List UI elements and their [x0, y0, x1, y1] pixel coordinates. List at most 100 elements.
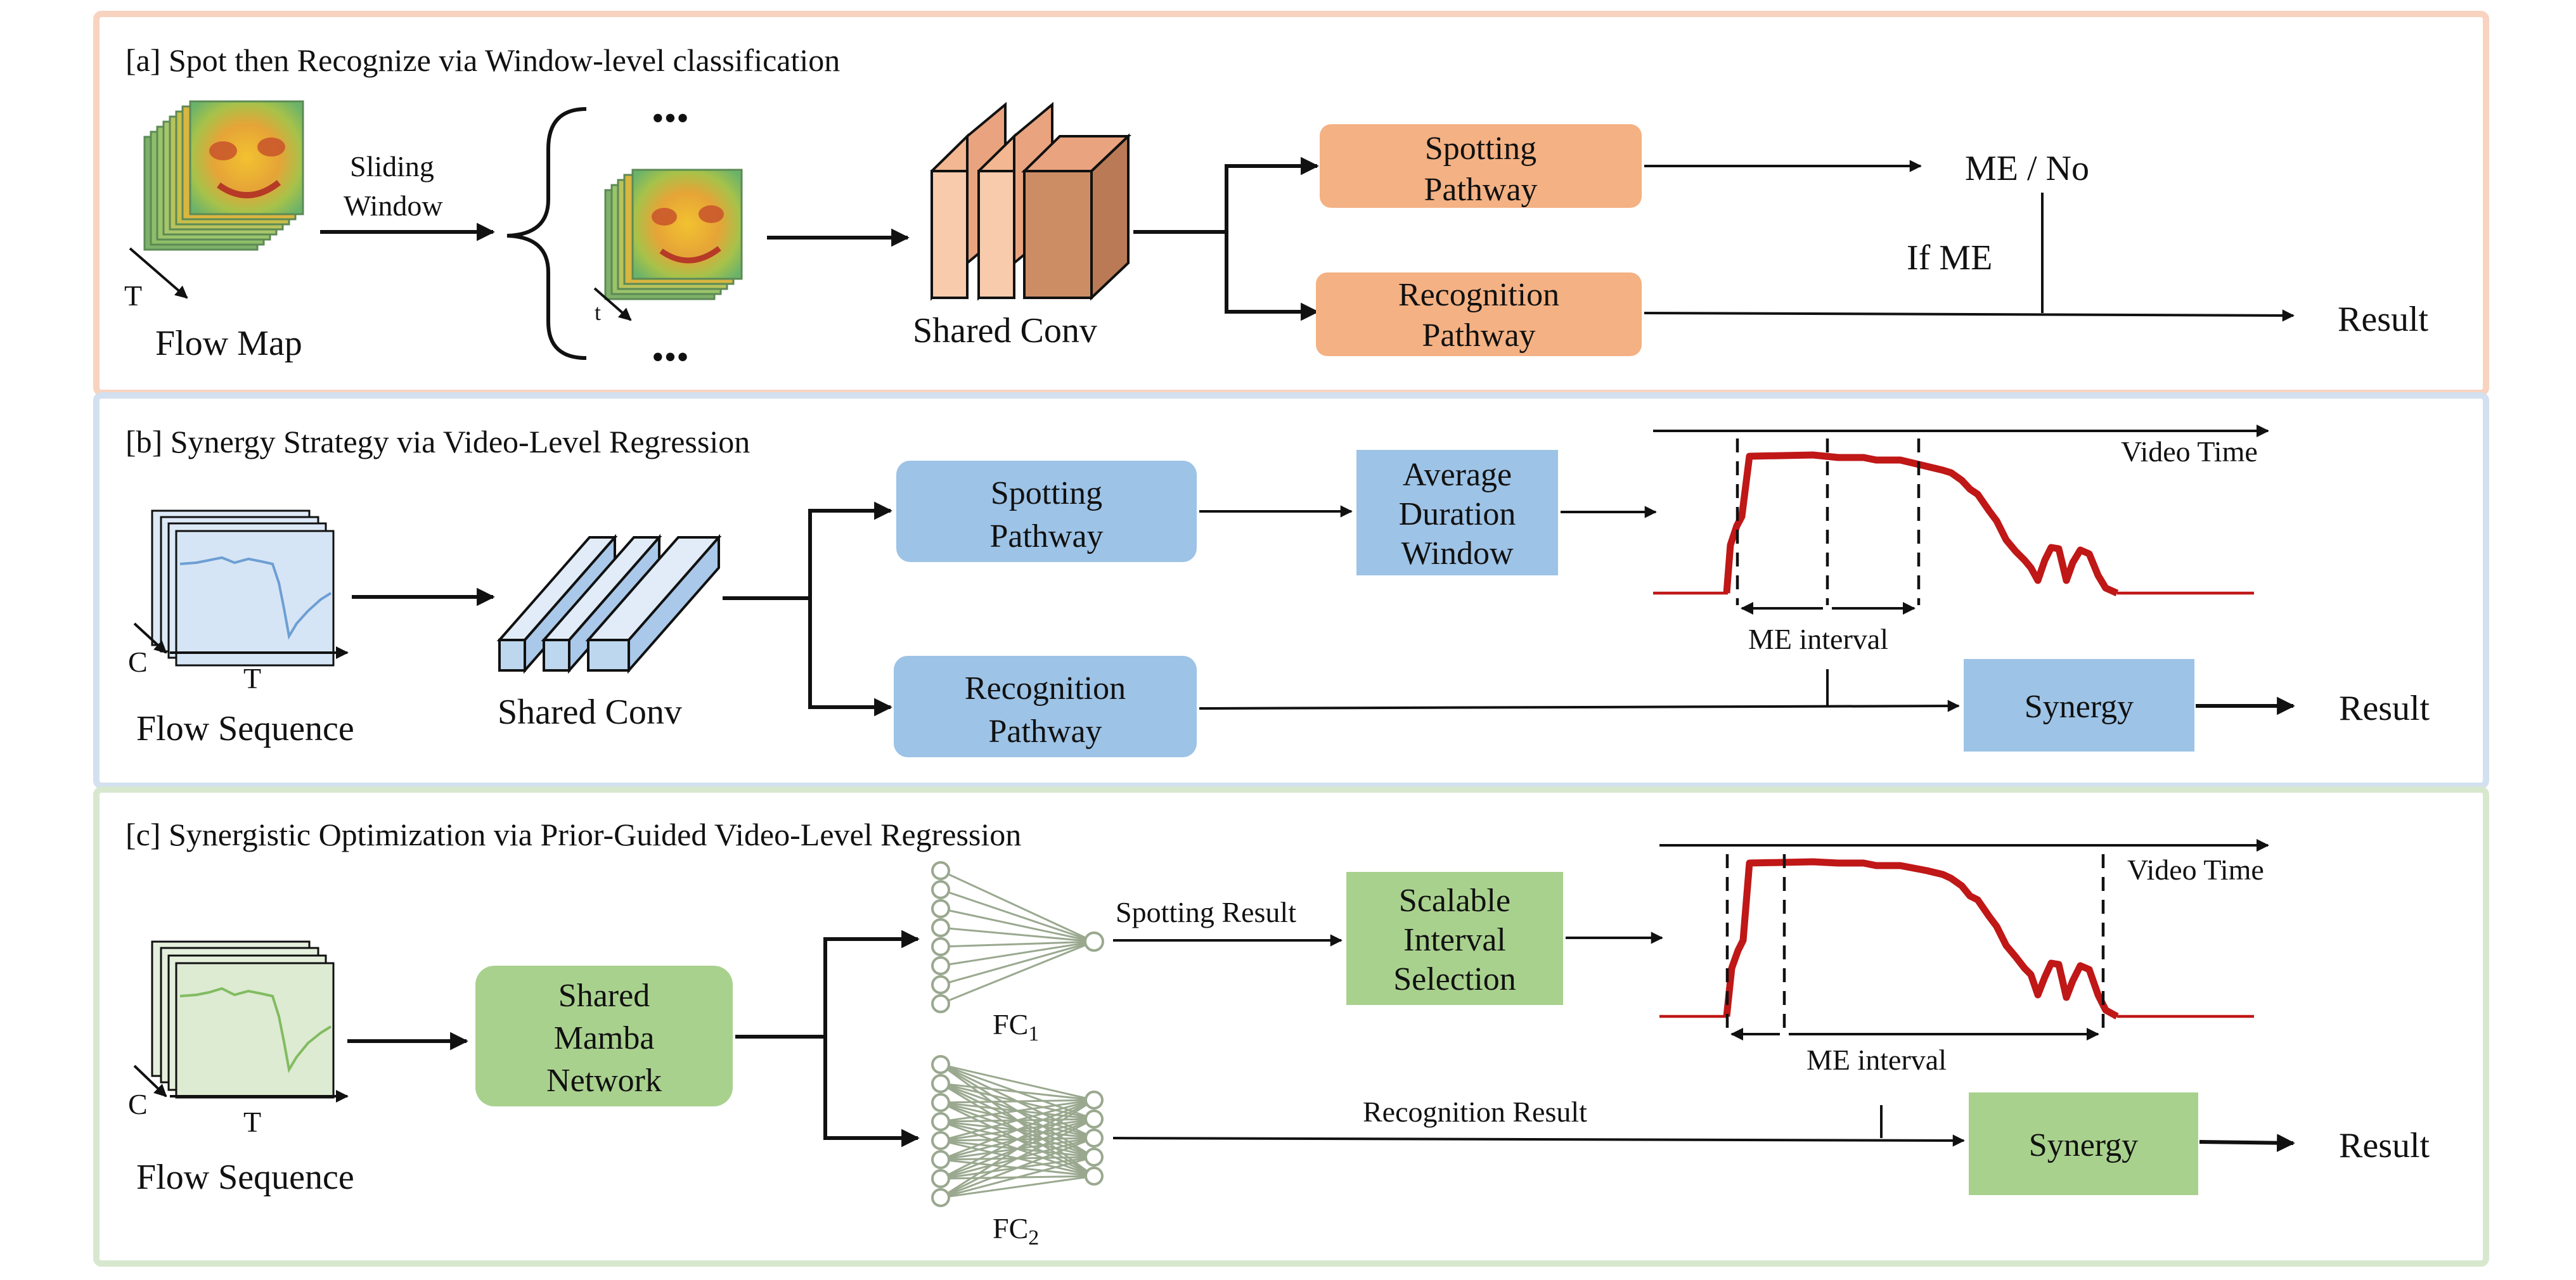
flow-sequence-label-b: Flow Sequence: [136, 709, 354, 748]
recognition-to-synergy-arrow-b: [1199, 700, 1960, 712]
window-brace: [506, 107, 587, 360]
shared-conv-label-b: Shared Conv: [498, 693, 682, 732]
mamba-line2: Mamba: [554, 1020, 655, 1056]
fc2-connection: [940, 1175, 1095, 1199]
recognition-pathway-a-line1: Recognition: [1398, 277, 1559, 313]
result-label-c: Result: [2339, 1126, 2430, 1165]
panel-c-title: [c] Synergistic Optimization via Prior-G…: [126, 817, 1021, 852]
window-t-label: t: [595, 300, 601, 325]
recognition-pathway-a-line2: Pathway: [1422, 317, 1535, 354]
shared-conv-icon-b: [496, 534, 722, 674]
fc2-connection: [940, 1156, 1095, 1199]
panel-a-title: [a] Spot then Recognize via Window-level…: [126, 42, 840, 78]
avg-duration-window: [1356, 450, 1558, 575]
panel-b-title: [b] Synergy Strategy via Video-Level Reg…: [126, 424, 750, 459]
flow-seq-b-t-label: T: [243, 662, 261, 694]
sliding-window-label-2: Window: [344, 189, 443, 222]
shared-conv-icon: [931, 101, 1132, 301]
ellipsis-bottom: •••: [652, 338, 689, 377]
window-t-axis: [593, 287, 632, 321]
flow-sequence-icon-b: [151, 509, 335, 667]
synergy-label-c: Synergy: [2029, 1127, 2138, 1163]
spotting-pathway-a-line2: Pathway: [1424, 172, 1537, 208]
spotting-signal-b: Video Time ME interval: [1653, 425, 2269, 655]
recognition-pathway-b: [894, 656, 1197, 757]
flow-sequence-icon-c: [151, 940, 335, 1099]
synergy-label-b: Synergy: [2025, 689, 2134, 725]
mamba-line3: Network: [546, 1063, 662, 1099]
fc2-connection: [940, 1118, 1095, 1199]
video-time-label-c: Video Time: [2127, 854, 2264, 886]
panel-b: [b] Synergy Strategy via Video-Level Reg…: [93, 392, 2489, 789]
synergy-box-b: [1964, 659, 2194, 752]
sliding-window-label-1: Sliding: [350, 150, 434, 182]
spotting-pathway-b: [896, 461, 1197, 562]
result-label-a: Result: [2338, 300, 2429, 339]
avg-duration-line2: Duration: [1399, 496, 1516, 532]
recognition-to-result-arrow-a: [1644, 309, 2295, 322]
flow-seq-c-t-label: T: [243, 1106, 261, 1138]
fc2-connection: [940, 1082, 1095, 1101]
fc2-connection: [940, 1099, 1095, 1123]
curve-b: [1723, 451, 2119, 597]
fc2-connection: [940, 1137, 1095, 1199]
branch-c: [735, 939, 827, 1138]
result-label-b: Result: [2339, 689, 2430, 728]
ellipsis-top: •••: [652, 99, 689, 138]
flow-sequence-label-c: Flow Sequence: [136, 1158, 354, 1197]
flow-map-label: Flow Map: [155, 324, 302, 363]
spotting-result-label: Spotting Result: [1116, 896, 1296, 928]
flow-seq-c-c-label: C: [128, 1088, 148, 1120]
shared-conv-label-a: Shared Conv: [913, 311, 1097, 350]
branch-b: [723, 511, 812, 707]
curve-c: [1723, 858, 2119, 1020]
window-clip-icon: [604, 169, 743, 300]
spotting-pathway-a: [1320, 124, 1642, 208]
fc1-network-icon: [931, 861, 1104, 1013]
me-interval-label-b: ME interval: [1748, 623, 1888, 655]
fc2-connection: [940, 1099, 1095, 1142]
fc2-to-synergy-arrow: [1112, 1134, 1965, 1147]
spotting-signal-c: Video Time ME interval: [1659, 839, 2269, 1076]
fc2-connection: [940, 1099, 1095, 1180]
fc2-connection: [940, 1099, 1095, 1161]
scalable-line1: Scalable: [1399, 883, 1510, 919]
flow-seq-b-c-axis: [133, 622, 167, 654]
panel-c: [c] Synergistic Optimization via Prior-G…: [93, 786, 2489, 1267]
shared-mamba-network: [475, 966, 733, 1106]
avg-duration-line3: Window: [1401, 535, 1514, 572]
video-time-label-b: Video Time: [2121, 435, 2258, 468]
branch-a: [1133, 166, 1228, 312]
mamba-line1: Shared: [558, 978, 650, 1014]
panel-c-frame: [93, 786, 2489, 1267]
fc2-connection: [940, 1063, 1095, 1101]
me-no-label: ME / No: [1965, 149, 2089, 188]
spotting-pathway-a-line1: Spotting: [1425, 131, 1536, 167]
recognition-pathway-b-line2: Pathway: [988, 714, 1102, 750]
flow-map-t-axis: [129, 247, 188, 299]
synergy-box-c: [1969, 1092, 2198, 1195]
flow-seq-c-c-axis: [133, 1065, 167, 1098]
spotting-pathway-b-line1: Spotting: [991, 475, 1102, 511]
fc2-network-icon: [931, 1055, 1104, 1207]
fc2-connection: [940, 1099, 1095, 1104]
scalable-line3: Selection: [1393, 961, 1516, 997]
synergy-to-result-arrow-c: [2199, 1134, 2295, 1153]
panel-a: [a] Spot then Recognize via Window-level…: [93, 11, 2489, 396]
panel-b-frame: [93, 392, 2489, 789]
me-interval-label-c: ME interval: [1806, 1044, 1947, 1076]
flow-seq-b-c-label: C: [128, 646, 148, 678]
fc2-label: FC2: [993, 1212, 1039, 1250]
recognition-pathway-a: [1316, 272, 1642, 356]
recognition-result-label: Recognition Result: [1363, 1096, 1587, 1128]
recognition-pathway-b-line1: Recognition: [965, 670, 1126, 707]
if-me-label: If ME: [1907, 238, 1992, 278]
fc2-connection: [940, 1099, 1095, 1199]
flow-map-icon: [143, 100, 304, 251]
spotting-pathway-b-line2: Pathway: [989, 518, 1103, 554]
avg-duration-line1: Average: [1403, 457, 1512, 493]
fc1-label: FC1: [993, 1008, 1039, 1046]
flow-map-t-label: T: [124, 279, 142, 312]
scalable-interval-selection: [1346, 872, 1563, 1005]
